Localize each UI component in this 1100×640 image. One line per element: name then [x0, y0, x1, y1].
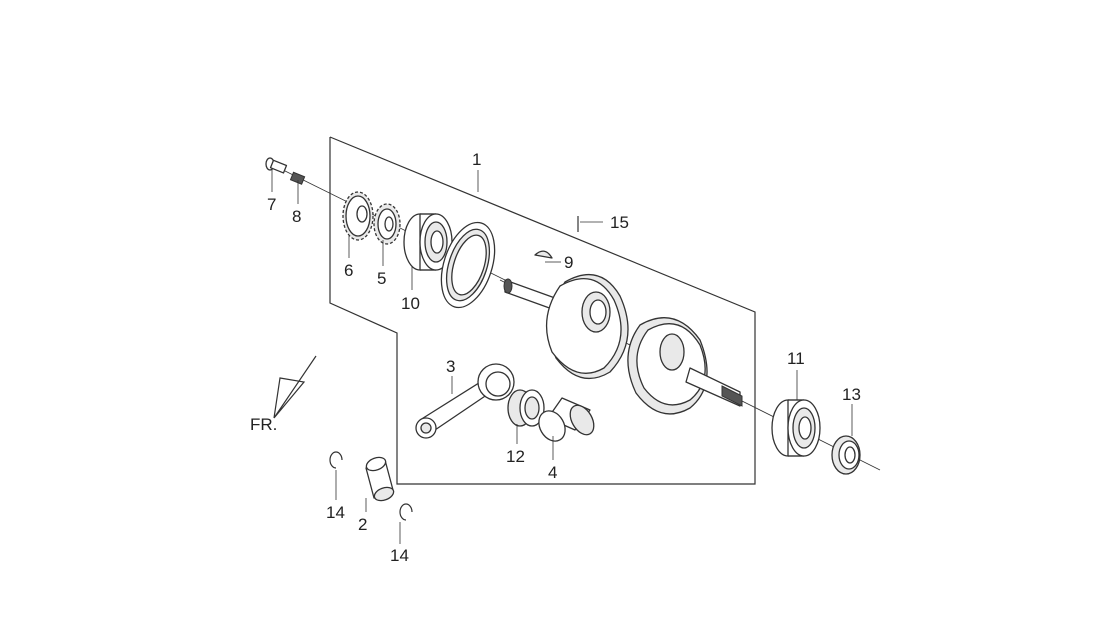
callout-14-b: 14: [390, 546, 409, 565]
bearing-part-10: [403, 213, 453, 271]
callout-5: 5: [377, 269, 386, 288]
gear-part-5: [373, 203, 401, 245]
key-part-9: [534, 250, 553, 259]
callout-14-a: 14: [326, 503, 345, 522]
callout-1: 1: [472, 150, 481, 169]
callout-6: 6: [344, 261, 353, 280]
crankshaft-right-half: [627, 317, 743, 415]
circlip-part-14-a: [329, 451, 343, 469]
front-direction-arrow: [273, 355, 317, 419]
piston-pin-part-2: [365, 456, 395, 502]
bolt-part-7: [265, 157, 288, 174]
circlip-part-14-b: [399, 503, 413, 521]
bearing-part-11: [771, 399, 821, 457]
callout-11: 11: [787, 349, 805, 368]
callout-9: 9: [564, 253, 573, 272]
crank-pin-part-4: [538, 397, 595, 442]
callout-12: 12: [506, 447, 525, 466]
needle-bearing-part-12: [507, 389, 545, 427]
spring-part-8: [289, 171, 306, 185]
callout-15: 15: [610, 213, 629, 232]
crankshaft-left-half: [503, 274, 629, 380]
callout-8: 8: [292, 207, 301, 226]
leader-lines: [271, 168, 853, 544]
connecting-rod-part-3: [415, 363, 515, 439]
callout-10: 10: [401, 294, 420, 313]
front-label: FR.: [250, 415, 277, 434]
washer-plate: [440, 221, 496, 309]
callout-4: 4: [548, 463, 557, 482]
assembly-boundary: [329, 136, 756, 485]
gear-part-6: [342, 191, 374, 241]
callout-7: 7: [267, 195, 276, 214]
callout-2: 2: [358, 515, 367, 534]
oil-seal-part-13: [831, 435, 861, 475]
callout-3: 3: [446, 357, 455, 376]
callout-13: 13: [842, 385, 861, 404]
